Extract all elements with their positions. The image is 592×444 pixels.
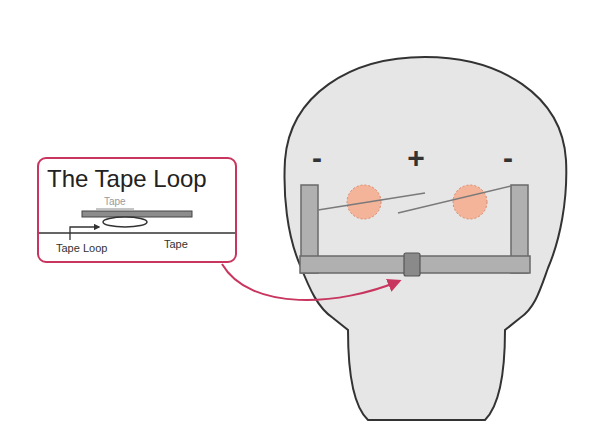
loop-pointer [70,227,99,240]
bottom-tape [39,232,235,234]
tape-label: Tape [104,196,126,207]
polarity-sign: - [312,141,322,174]
callout-arrow [222,264,399,300]
wire [398,186,511,213]
tape-loop [103,217,147,227]
tape-label: Tape [164,238,188,250]
electrode-pad [453,185,487,219]
wire [318,193,425,210]
polarity-sign: + [407,141,425,174]
skull-outline [285,57,567,420]
electrode-bar [82,211,192,217]
callout-title: The Tape Loop [39,159,207,193]
callout-ground [38,158,236,262]
polarity-sign: - [503,141,513,174]
top-tape [96,208,134,210]
tape-loop-label: Tape Loop [56,242,107,254]
tape-piece [404,253,420,276]
